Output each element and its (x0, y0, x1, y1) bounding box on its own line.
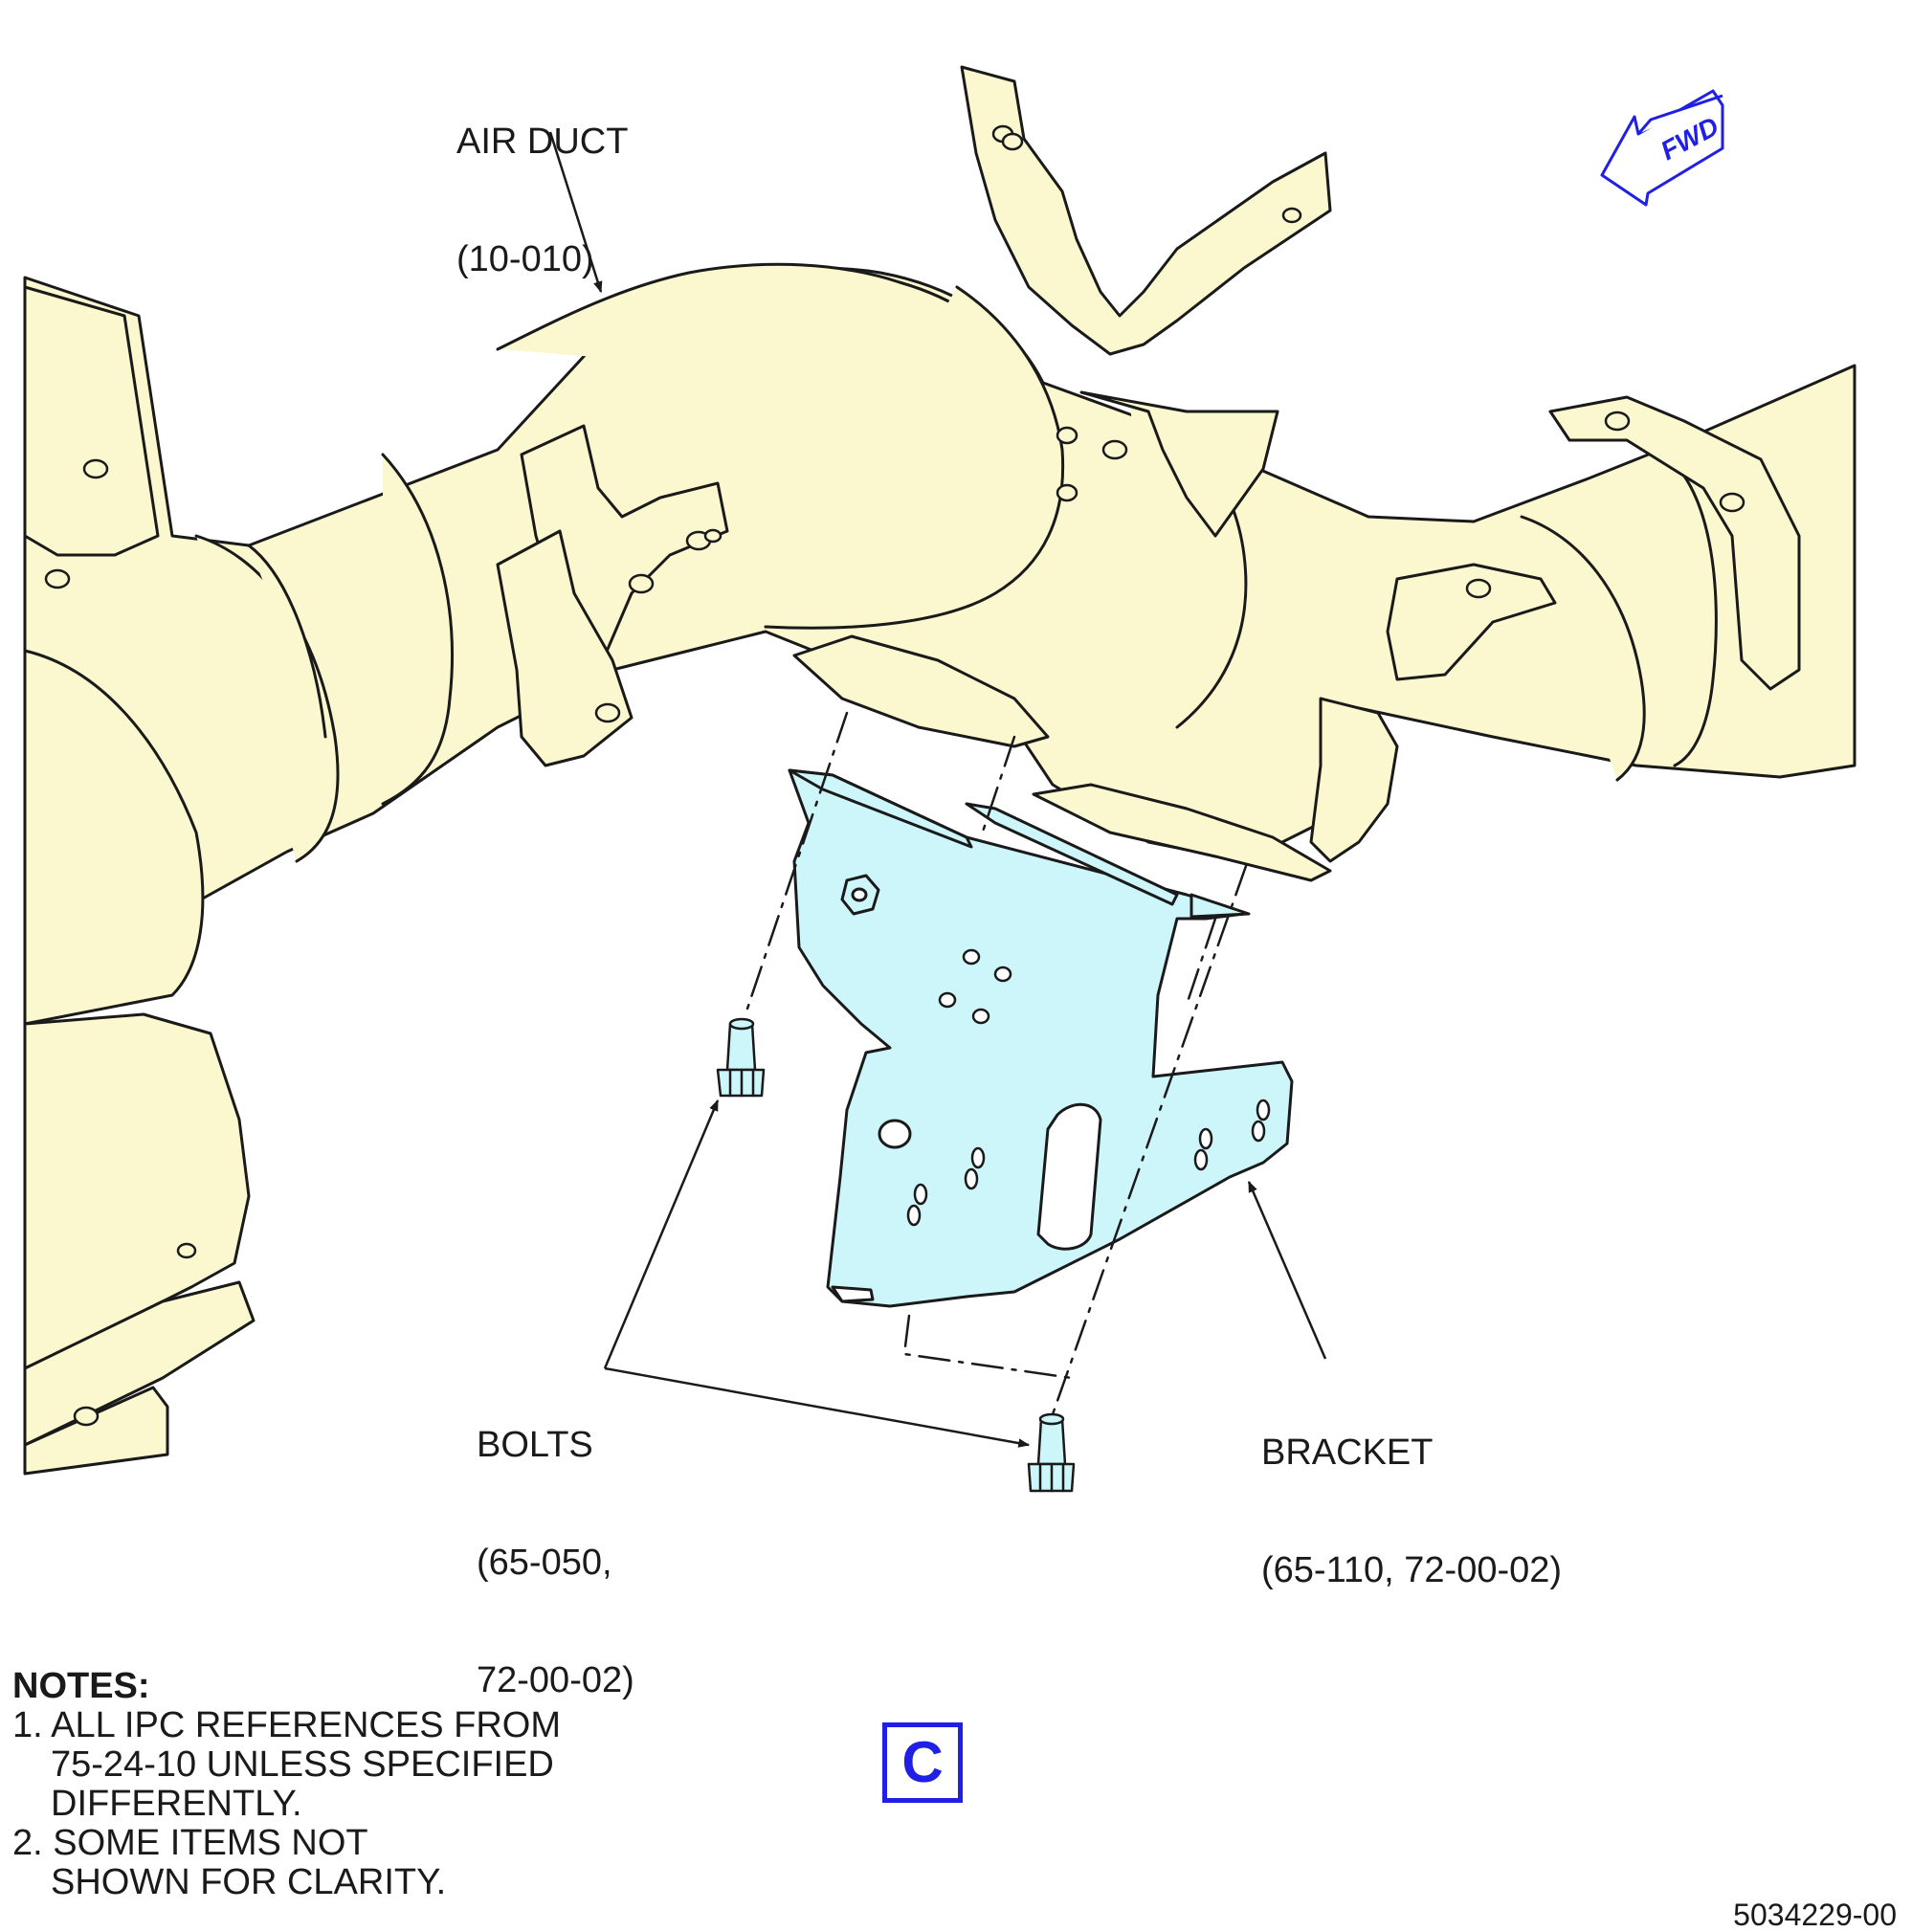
note-1-text-2: 75-24-10 UNLESS SPECIFIED (51, 1744, 554, 1785)
bracket (788, 768, 1294, 1308)
note-1-line-2: 75-24-10 UNLESS SPECIFIED (12, 1745, 561, 1785)
bracket-name: BRACKET (1261, 1432, 1434, 1473)
note-2-line-1: 2. SOME ITEMS NOT (12, 1824, 561, 1863)
duct-fasteners (44, 124, 1745, 1427)
bolts-ref-line2: 72-00-02) (477, 1660, 634, 1700)
bracket-callout: BRACKET (65-110, 72-00-02) (1261, 1355, 1562, 1630)
note-2-line-2: SHOWN FOR CLARITY. (12, 1863, 561, 1902)
bolts-leader-lower (604, 1366, 1031, 1448)
bolts-name: BOLTS (477, 1425, 593, 1465)
note-1-line-3: DIFFERENTLY. (12, 1785, 561, 1824)
notes-title: NOTES: (12, 1666, 150, 1706)
note-1-number: 1. (12, 1705, 43, 1745)
air-duct-callout: AIR DUCT (10-010) (456, 44, 628, 319)
view-label: C (882, 1722, 963, 1803)
bracket-ref: (65-110, 72-00-02) (1261, 1550, 1563, 1590)
bolts-leader-upper (603, 1099, 720, 1369)
note-1-text-3: DIFFERENTLY. (51, 1784, 302, 1824)
note-1-text-1: ALL IPC REFERENCES FROM (51, 1705, 561, 1745)
bracket-leader (1247, 1180, 1327, 1360)
air-duct-name: AIR DUCT (456, 122, 629, 162)
note-2-text-2: SHOWN FOR CLARITY. (51, 1862, 447, 1902)
note-2-text-1: SOME ITEMS NOT (53, 1823, 368, 1863)
air-duct-ref: (10-010) (456, 239, 594, 279)
note-1-line-1: 1. ALL IPC REFERENCES FROM (12, 1706, 561, 1745)
drawing-number: 5034229-00 (1733, 1898, 1897, 1932)
note-2-number: 2. (12, 1823, 43, 1863)
bracket-holes (906, 948, 1271, 1227)
air-duct-leader (548, 131, 603, 294)
bolt-lower (1027, 1412, 1076, 1493)
fwd-arrow-icon: FWD (1600, 89, 1724, 207)
bolt-upper (716, 1017, 766, 1098)
notes-block: NOTES: 1. ALL IPC REFERENCES FROM 75-24-… (12, 1667, 561, 1902)
bolts-ref-line1: (65-050, (477, 1543, 612, 1583)
air-duct (23, 262, 1856, 1476)
bolts-callout: BOLTS (65-050, 72-00-02) (477, 1347, 634, 1740)
installation-centerlines (743, 711, 1248, 1416)
leader-lines (548, 131, 1327, 1448)
